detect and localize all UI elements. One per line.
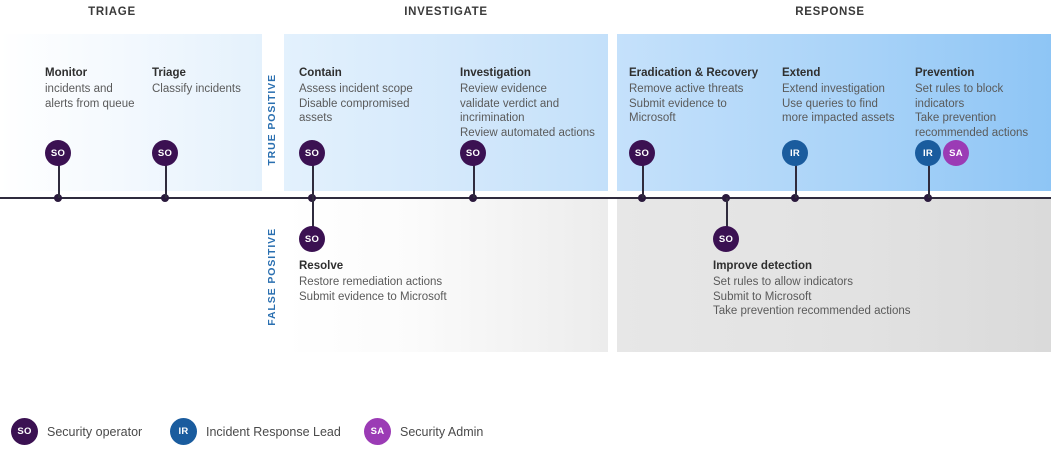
- step-line: more impacted assets: [782, 112, 895, 124]
- step-line: Remove active threats: [629, 83, 744, 95]
- phase-header-response: RESPONSE: [795, 6, 865, 18]
- step-line: indicators: [915, 97, 965, 110]
- step-line: Review automated actions: [460, 126, 595, 139]
- step-line: Submit evidence to: [629, 97, 727, 110]
- step-line: Disable compromised: [299, 97, 410, 110]
- step-title-eradication-recovery: Eradication & Recovery: [629, 67, 759, 79]
- step-title-triage: Triage: [152, 67, 186, 79]
- step-line: Use queries to find: [782, 97, 878, 110]
- axis-dot-prevention: [924, 194, 932, 202]
- axis-dot-eradication: [638, 194, 646, 202]
- axis-dot-investigation: [469, 194, 477, 202]
- step-title-extend: Extend: [782, 67, 821, 79]
- axis-dot-monitor: [54, 194, 62, 202]
- step-title-prevention: Prevention: [915, 67, 975, 79]
- phase-band-response: [617, 34, 1051, 191]
- role-badge-so: SO: [713, 226, 739, 252]
- legend-badge-sa: SA: [364, 418, 391, 445]
- legend: SO Security operator IR Incident Respons…: [0, 418, 1051, 452]
- legend-item-incident-response-lead: IR Incident Response Lead: [170, 418, 341, 445]
- step-line: Review evidence: [460, 83, 547, 95]
- legend-badge-ir: IR: [170, 418, 197, 445]
- role-badge-so: SO: [299, 140, 325, 166]
- step-line: Restore remediation actions: [299, 276, 443, 288]
- step-line: Submit to Microsoft: [713, 290, 812, 303]
- step-line: incidents and: [45, 83, 113, 95]
- step-line: incrimination: [460, 112, 525, 124]
- phase-header-investigate: INVESTIGATE: [404, 6, 488, 18]
- role-badge-so: SO: [152, 140, 178, 166]
- step-line: Assess incident scope: [299, 83, 413, 95]
- step-line: Microsoft: [629, 112, 676, 124]
- branch-label-false-positive: FALSE POSITIVE: [266, 228, 278, 326]
- step-title-improve-detection: Improve detection: [713, 260, 813, 272]
- axis-dot-extend: [791, 194, 799, 202]
- step-line: Set rules to block: [915, 83, 1004, 95]
- timeline-axis: [0, 197, 1051, 199]
- stem-eradication-recovery: [642, 165, 644, 198]
- step-line: Classify incidents: [152, 83, 241, 95]
- false-positive-band-investigate: [284, 199, 608, 352]
- role-badge-so: SO: [629, 140, 655, 166]
- stem-improve-detection: [726, 198, 728, 228]
- stem-extend: [795, 165, 797, 198]
- step-line: Take prevention recommended actions: [713, 305, 911, 317]
- stem-investigation: [473, 165, 475, 198]
- legend-label-so: Security operator: [47, 424, 143, 439]
- step-line: Take prevention: [915, 112, 997, 124]
- role-badge-so: SO: [299, 226, 325, 252]
- legend-item-security-operator: SO Security operator: [11, 418, 142, 445]
- legend-label-ir: Incident Response Lead: [206, 424, 341, 439]
- phase-band-triage: [0, 34, 262, 191]
- role-badge-so: SO: [45, 140, 71, 166]
- step-line: assets: [299, 112, 333, 124]
- step-line: alerts from queue: [45, 97, 135, 110]
- step-line: Submit evidence to Microsoft: [299, 290, 447, 303]
- phase-header-triage: TRIAGE: [88, 6, 136, 18]
- step-title-monitor: Monitor: [45, 67, 88, 79]
- step-title-resolve: Resolve: [299, 260, 344, 272]
- axis-dot-triage: [161, 194, 169, 202]
- legend-badge-so: SO: [11, 418, 38, 445]
- role-badge-sa: SA: [943, 140, 969, 166]
- legend-label-sa: Security Admin: [400, 424, 484, 439]
- role-badge-ir: IR: [915, 140, 941, 166]
- stem-resolve: [312, 198, 314, 228]
- false-positive-band-response: [617, 199, 1051, 352]
- stem-contain: [312, 165, 314, 198]
- step-line: Extend investigation: [782, 83, 885, 95]
- step-line: validate verdict and: [460, 97, 560, 110]
- step-title-contain: Contain: [299, 67, 342, 79]
- step-title-investigation: Investigation: [460, 67, 531, 79]
- step-line: Set rules to allow indicators: [713, 276, 853, 288]
- legend-item-security-admin: SA Security Admin: [364, 418, 483, 445]
- phase-band-investigate: [284, 34, 608, 191]
- role-badge-ir: IR: [782, 140, 808, 166]
- branch-label-true-positive: TRUE POSITIVE: [266, 74, 278, 166]
- step-line: recommended actions: [915, 126, 1029, 139]
- stem-prevention: [928, 165, 930, 198]
- stem-monitor: [58, 165, 60, 198]
- role-badge-so: SO: [460, 140, 486, 166]
- stem-triage: [165, 165, 167, 198]
